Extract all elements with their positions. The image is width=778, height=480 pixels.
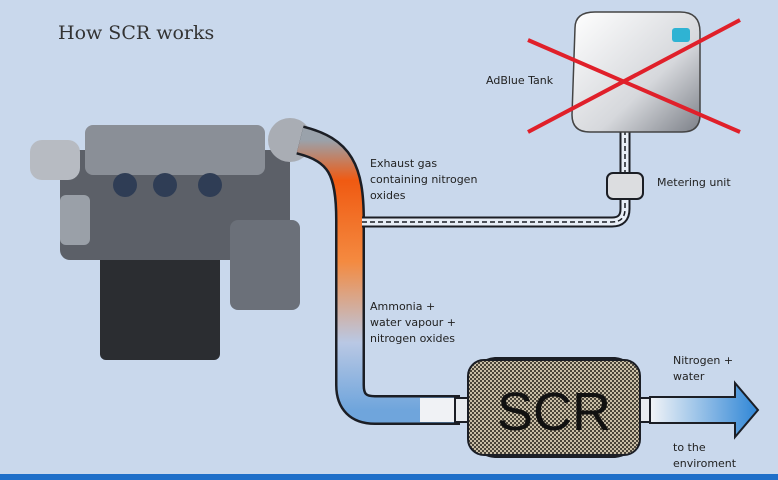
exhaust-label-line: Exhaust gas [370, 157, 437, 170]
ammonia-label-line: water vapour + [370, 316, 456, 329]
scr-label: SCR [497, 382, 611, 442]
adblue-tank [571, 11, 701, 133]
tank-cap [672, 28, 690, 42]
exhaust-pipe [296, 127, 460, 423]
pipe-inlet [420, 398, 460, 422]
metering-unit-label: Metering unit [657, 176, 731, 189]
cross-out-icon [527, 18, 741, 134]
outflow-arrow [649, 380, 760, 440]
exhaust-label-line: containing nitrogen [370, 173, 477, 186]
metering-unit [606, 172, 644, 200]
ammonia-label-line: nitrogen oxides [370, 332, 455, 345]
ammonia-label-line: Ammonia + [370, 300, 435, 313]
destination-label-line: enviroment [673, 457, 737, 470]
exhaust-label-line: oxides [370, 189, 406, 202]
engine-illustration [30, 118, 312, 360]
adblue-tank-label: AdBlue Tank [486, 74, 554, 87]
output-label-line: Nitrogen + [673, 354, 733, 367]
output-label-line: water [673, 370, 705, 383]
destination-label-line: to the [673, 441, 706, 454]
diagram-title: How SCR works [58, 22, 214, 44]
bottom-border [0, 474, 778, 480]
scr-catalyst [467, 359, 641, 456]
